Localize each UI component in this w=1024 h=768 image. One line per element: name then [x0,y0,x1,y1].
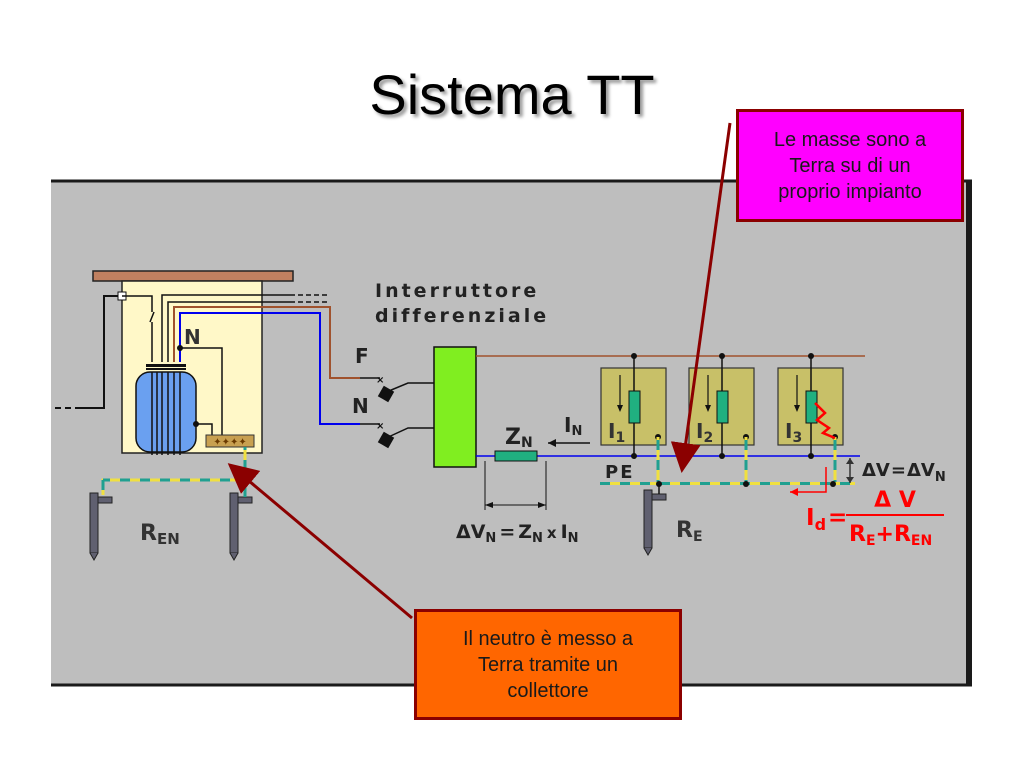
breaker-contacts: F N × × [352,344,434,449]
neutro-callout-line: Il neutro è messo a [462,627,634,650]
fault-current-path [790,467,827,496]
svg-text:I1: I1 [608,419,625,446]
svg-text:ZN: ZN [505,425,533,451]
masse-callout-line: Terra su di un [789,154,911,177]
masse-callout: Le masse sono a Terra su di un proprio i… [736,109,964,222]
svg-text:✦✦✦✦: ✦✦✦✦ [213,437,247,448]
ren-symbol: R [140,521,157,546]
svg-text:RE+REN: RE+REN [849,522,932,549]
load-current-subscript: 2 [703,430,713,446]
svg-text:×: × [376,421,384,432]
svg-text:I2: I2 [696,419,713,446]
neutro-callout: Il neutro è messo a Terra tramite un col… [414,609,682,720]
neutro-callout-line: collettore [507,679,589,702]
svg-text:Δ V: Δ V [874,488,916,513]
user-earth-electrode: RE [643,484,703,557]
transformer-cabinet: ✦✦✦✦ N [55,270,360,455]
re-symbol: R [676,518,693,543]
transformer-neutral-label: N [184,325,201,349]
load-2: I2 [688,353,755,484]
fault-current-formula: Id= Δ V RE+REN [806,488,944,549]
neutral-label: N [352,394,369,418]
pe-label: PE [605,462,635,483]
in-subscript: N [571,424,582,439]
svg-text:IN: IN [564,413,582,439]
dv-equation: ΔV=ΔVN [862,460,946,485]
differential-breaker [433,346,477,468]
svg-text:I3: I3 [785,419,802,446]
neutro-callout-line: Terra tramite un [477,653,619,676]
phase-label: F [355,344,369,368]
svg-text:Id=: Id= [806,505,847,534]
svg-text:REN: REN [140,521,180,548]
load-1: I1 [600,353,667,484]
svg-text:RE: RE [676,518,703,545]
svg-text:×: × [376,375,384,386]
masse-callout-arrow [670,122,732,473]
load-current-symbol: I [608,419,615,443]
zn-subscript: N [521,435,533,451]
re-subscript: E [693,529,703,545]
load-current-subscript: 3 [792,430,802,446]
slide-title: Sistema TT [369,63,655,126]
load-current-subscript: 1 [615,430,625,446]
zn-symbol: Z [505,425,521,450]
neutro-callout-arrow [227,463,413,620]
in-symbol: I [564,413,571,437]
load-current-symbol: I [785,419,792,443]
breaker-label-line2: differenziale [375,305,549,327]
masse-callout-line: proprio impianto [778,180,922,203]
pe-conductor: PE [600,462,855,487]
masse-callout-line: Le masse sono a [773,128,927,151]
ren-subscript: EN [157,530,180,548]
load-3: I3 [777,353,844,484]
load-current-symbol: I [696,419,703,443]
breaker-label-line1: Interruttore [375,280,539,302]
dv-indicator: ΔV=ΔVN [846,458,946,485]
